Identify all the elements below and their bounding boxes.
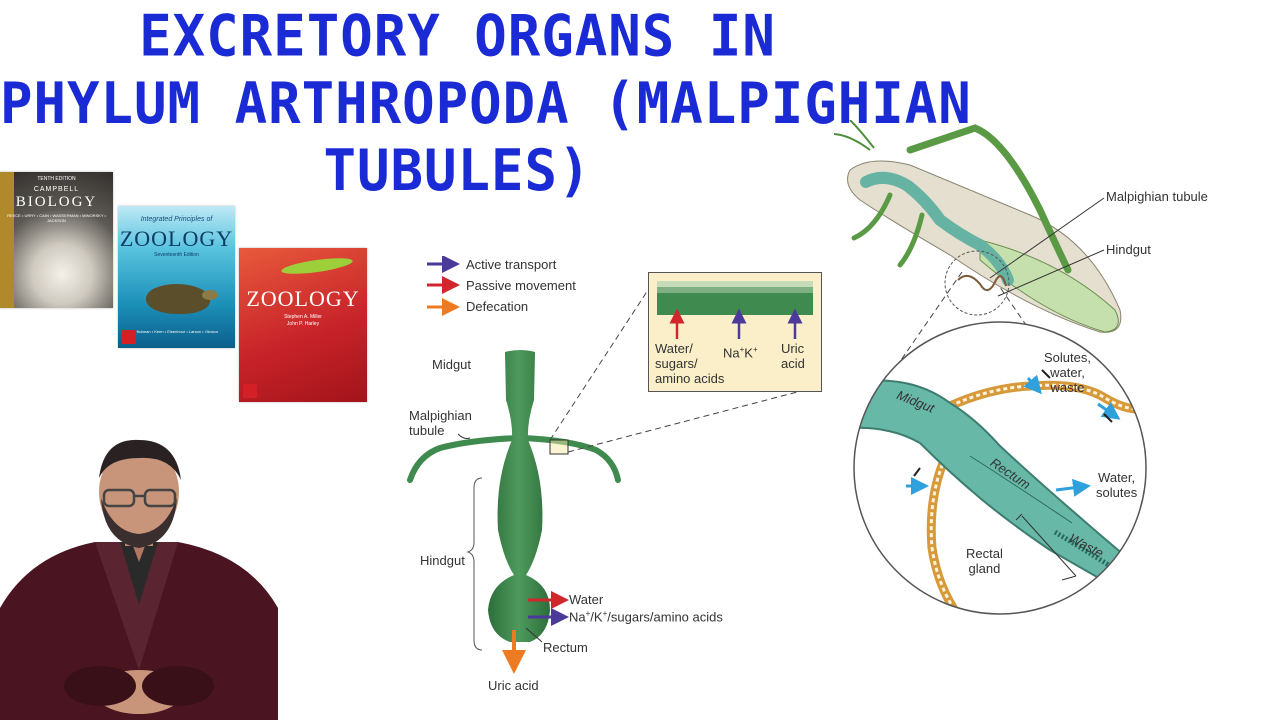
book-edition: TENTH EDITION <box>37 176 76 182</box>
zoom-circle-marker <box>944 250 1010 316</box>
inset-tubule-wall <box>657 281 813 339</box>
grasshopper-gut <box>860 171 1014 286</box>
book-title: BIOLOGY <box>15 194 98 210</box>
book-author-2: John P. Harley <box>286 321 320 327</box>
page-title: EXCRETORY ORGANS IN PHYLUM ARTHROPODA (M… <box>0 3 972 205</box>
malpighian-tubule-right <box>519 435 621 483</box>
rectum-pointer <box>525 627 543 643</box>
malpighian-tubule-left <box>407 435 521 483</box>
book-edition: Seventeenth Edition <box>154 252 199 258</box>
label-uric-acid: Uric acid <box>488 678 539 693</box>
book-title: ZOOLOGY <box>119 226 234 251</box>
inset-label-water-sugars: Water/ sugars/ amino acids <box>655 341 725 386</box>
label-malpighian-tubule: Malpighian tubule <box>409 408 472 438</box>
tubule-transport-inset: Water/ sugars/ amino acids Na+K+ Uric ac… <box>648 272 822 392</box>
grasshopper-hind-leg <box>906 124 1072 274</box>
label-hindgut: Hindgut <box>420 553 465 568</box>
book-author-1: Stephen A. Miller <box>284 314 322 320</box>
title-line-1: EXCRETORY ORGANS IN <box>139 3 776 70</box>
malpighian-pointer <box>457 433 471 439</box>
publisher-logo <box>122 330 136 344</box>
legend-defecation: Defecation <box>466 299 529 314</box>
hindgut-diagram <box>407 350 621 674</box>
legend-passive-movement: Passive movement <box>466 278 576 293</box>
label-water: Water <box>569 592 604 607</box>
grasshopper-wing <box>979 239 1119 333</box>
title-line-2: PHYLUM ARTHROPODA (MALPIGHIAN <box>0 70 972 137</box>
inset-label-uric-acid: Uric acid <box>781 341 805 371</box>
gut-tube <box>488 350 550 642</box>
sea-turtle-image <box>146 284 218 314</box>
book-subtitle: Integrated Principles of <box>140 216 213 223</box>
label-rectal-gland: Rectal gland <box>966 546 1003 576</box>
label-solutes-water-waste: Solutes, water, waste <box>1044 350 1091 395</box>
legend-active-transport: Active transport <box>466 257 557 272</box>
label-insect-hindgut: Hindgut <box>1106 242 1151 257</box>
presenter-photo <box>0 439 278 720</box>
label-midgut: Midgut <box>432 357 472 372</box>
campbell-biology-book-cover: TENTH EDITION CAMPBELL BIOLOGY REECE • U… <box>0 172 113 308</box>
hindgut-pointer-line <box>997 249 1105 297</box>
tubule-zoom-box <box>549 439 569 455</box>
integrated-zoology-book-cover: Integrated Principles of ZOOLOGY Sevente… <box>118 206 235 348</box>
book-title: ZOOLOGY <box>246 286 360 311</box>
book-authors: Hickman • Keen • Eisenhour • Larson • I'… <box>135 329 218 334</box>
magnified-hindgut-circle <box>853 321 1147 615</box>
book-authors: REECE • URRY • CAIN • WASSERMAN • MINORS… <box>7 213 106 223</box>
title-line-3: TUBULES) <box>323 137 592 204</box>
zoology-book-cover: ZOOLOGY Stephen A. Miller John P. Harley <box>239 248 367 402</box>
malpighian-pointer-line <box>989 197 1105 279</box>
label-ions-sugars: Na+/K+/sugars/amino acids <box>569 609 723 625</box>
legend-arrows <box>427 256 460 316</box>
grasshopper-antenna <box>833 133 871 151</box>
hindgut-bracket <box>466 477 483 651</box>
grasshopper-illustration <box>833 120 1122 333</box>
publisher-logo <box>243 384 257 398</box>
label-rectum: Rectum <box>543 640 588 655</box>
book-series: CAMPBELL <box>33 186 80 193</box>
label-insect-malpighian: Malpighian tubule <box>1106 189 1208 204</box>
label-water-solutes: Water, solutes <box>1096 470 1138 500</box>
inset-label-na-k: Na+K+ <box>723 345 758 361</box>
